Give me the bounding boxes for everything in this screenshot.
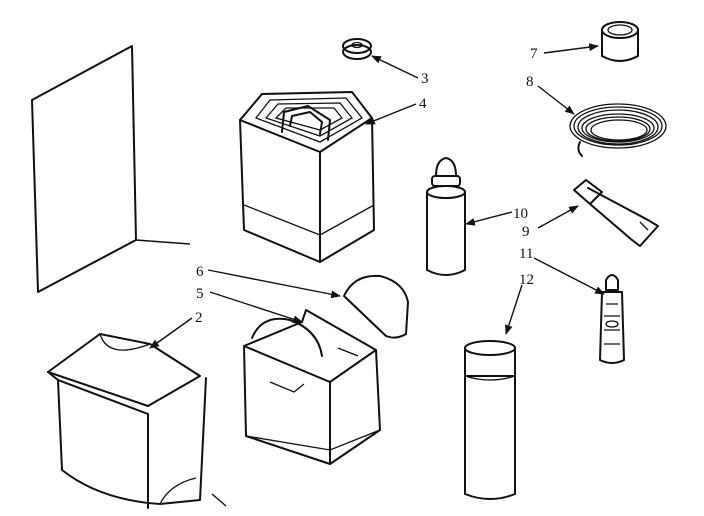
callout-6: 6 [196,264,204,280]
callout-10: 10 [513,206,528,222]
part-3-cap [342,38,372,60]
callout-7: 7 [530,46,538,62]
callout-labels: 3 4 7 8 10 9 11 12 6 5 2 [195,46,538,326]
part-7-jar [601,21,639,62]
callout-8: 8 [526,74,534,90]
part-5-holder [243,309,381,465]
callout-2: 2 [195,310,203,326]
flat-panel [31,45,137,293]
part-4-battery [239,91,375,263]
part-12-aerosol-can [464,340,516,500]
part-8-coil [569,103,667,157]
callout-12: 12 [519,272,534,288]
leader-lines [135,43,605,349]
callout-9: 9 [522,224,530,240]
part-11-vial [599,274,625,364]
part-10-spray-can [426,157,466,276]
callout-3: 3 [421,71,429,87]
part-9-tube [573,179,659,247]
part-6-baffle [343,274,409,339]
part-2-bag [47,333,227,509]
callout-11: 11 [519,246,533,262]
callout-5: 5 [196,286,204,302]
callout-4: 4 [419,96,427,112]
